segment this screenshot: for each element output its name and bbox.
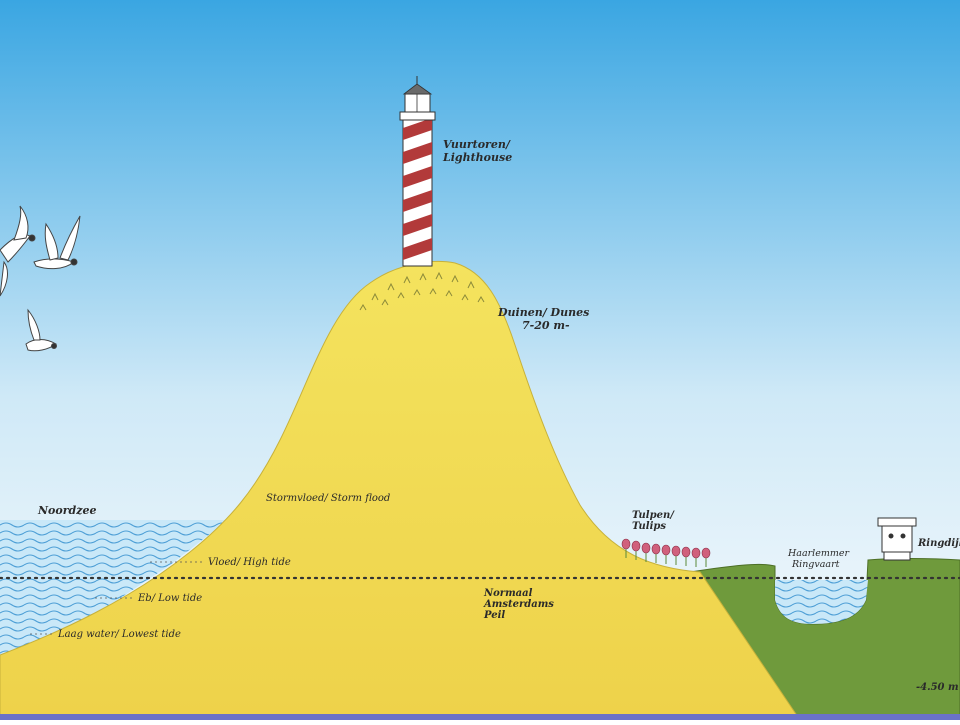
ringvaart-label: Haarlemmer Ringvaart <box>787 548 852 570</box>
ringdijk-label: Ringdijk <box>917 538 960 549</box>
storm-flood-label: Stormvloed/ Storm flood <box>266 493 390 504</box>
low-tide-label: Eb/ Low tide <box>137 593 202 604</box>
seagull <box>33 215 81 270</box>
dunes-label: Duinen/ Dunes 7-20 m- <box>497 306 593 332</box>
bottom-border <box>0 714 960 720</box>
lighthouse-label: Vuurtoren/ Lighthouse <box>442 138 514 164</box>
water-level-markers <box>30 561 205 635</box>
tulip-field <box>621 538 711 567</box>
nap-label: Normaal Amsterdams Peil <box>483 588 557 621</box>
lighthouse <box>399 76 436 267</box>
dike-figure <box>877 517 917 561</box>
high-tide-label: Vloed/ High tide <box>208 557 291 568</box>
seagull <box>25 308 57 352</box>
lowest-tide-label: Laag water/ Lowest tide <box>57 629 181 640</box>
north-sea-water <box>0 520 225 655</box>
dune-grass <box>359 271 485 311</box>
dune <box>0 260 801 721</box>
seagull-flock <box>0 205 81 352</box>
tulips-label: Tulpen/ Tulips <box>632 510 677 532</box>
seagull <box>0 205 36 297</box>
depth-label: -4.50 m <box>916 682 959 693</box>
ringvaart-canal-water <box>775 580 868 624</box>
north-sea-label: Noordzee <box>37 504 96 517</box>
